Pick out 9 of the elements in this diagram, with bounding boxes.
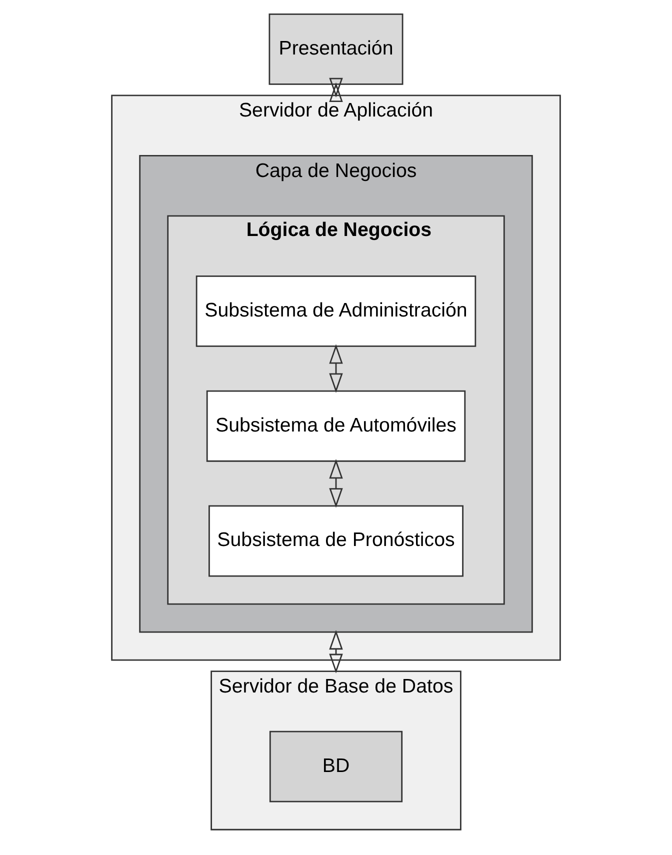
node-box: Subsistema de Automóviles [206,390,466,462]
arrow [329,630,343,674]
arrow [329,344,343,393]
node-box: Presentación [268,13,404,85]
node-box: BD [269,730,403,802]
node-box: Subsistema de Administración [196,275,476,347]
arrow [329,459,343,508]
arrow [329,78,343,102]
node-box: Subsistema de Pronósticos [208,505,464,577]
